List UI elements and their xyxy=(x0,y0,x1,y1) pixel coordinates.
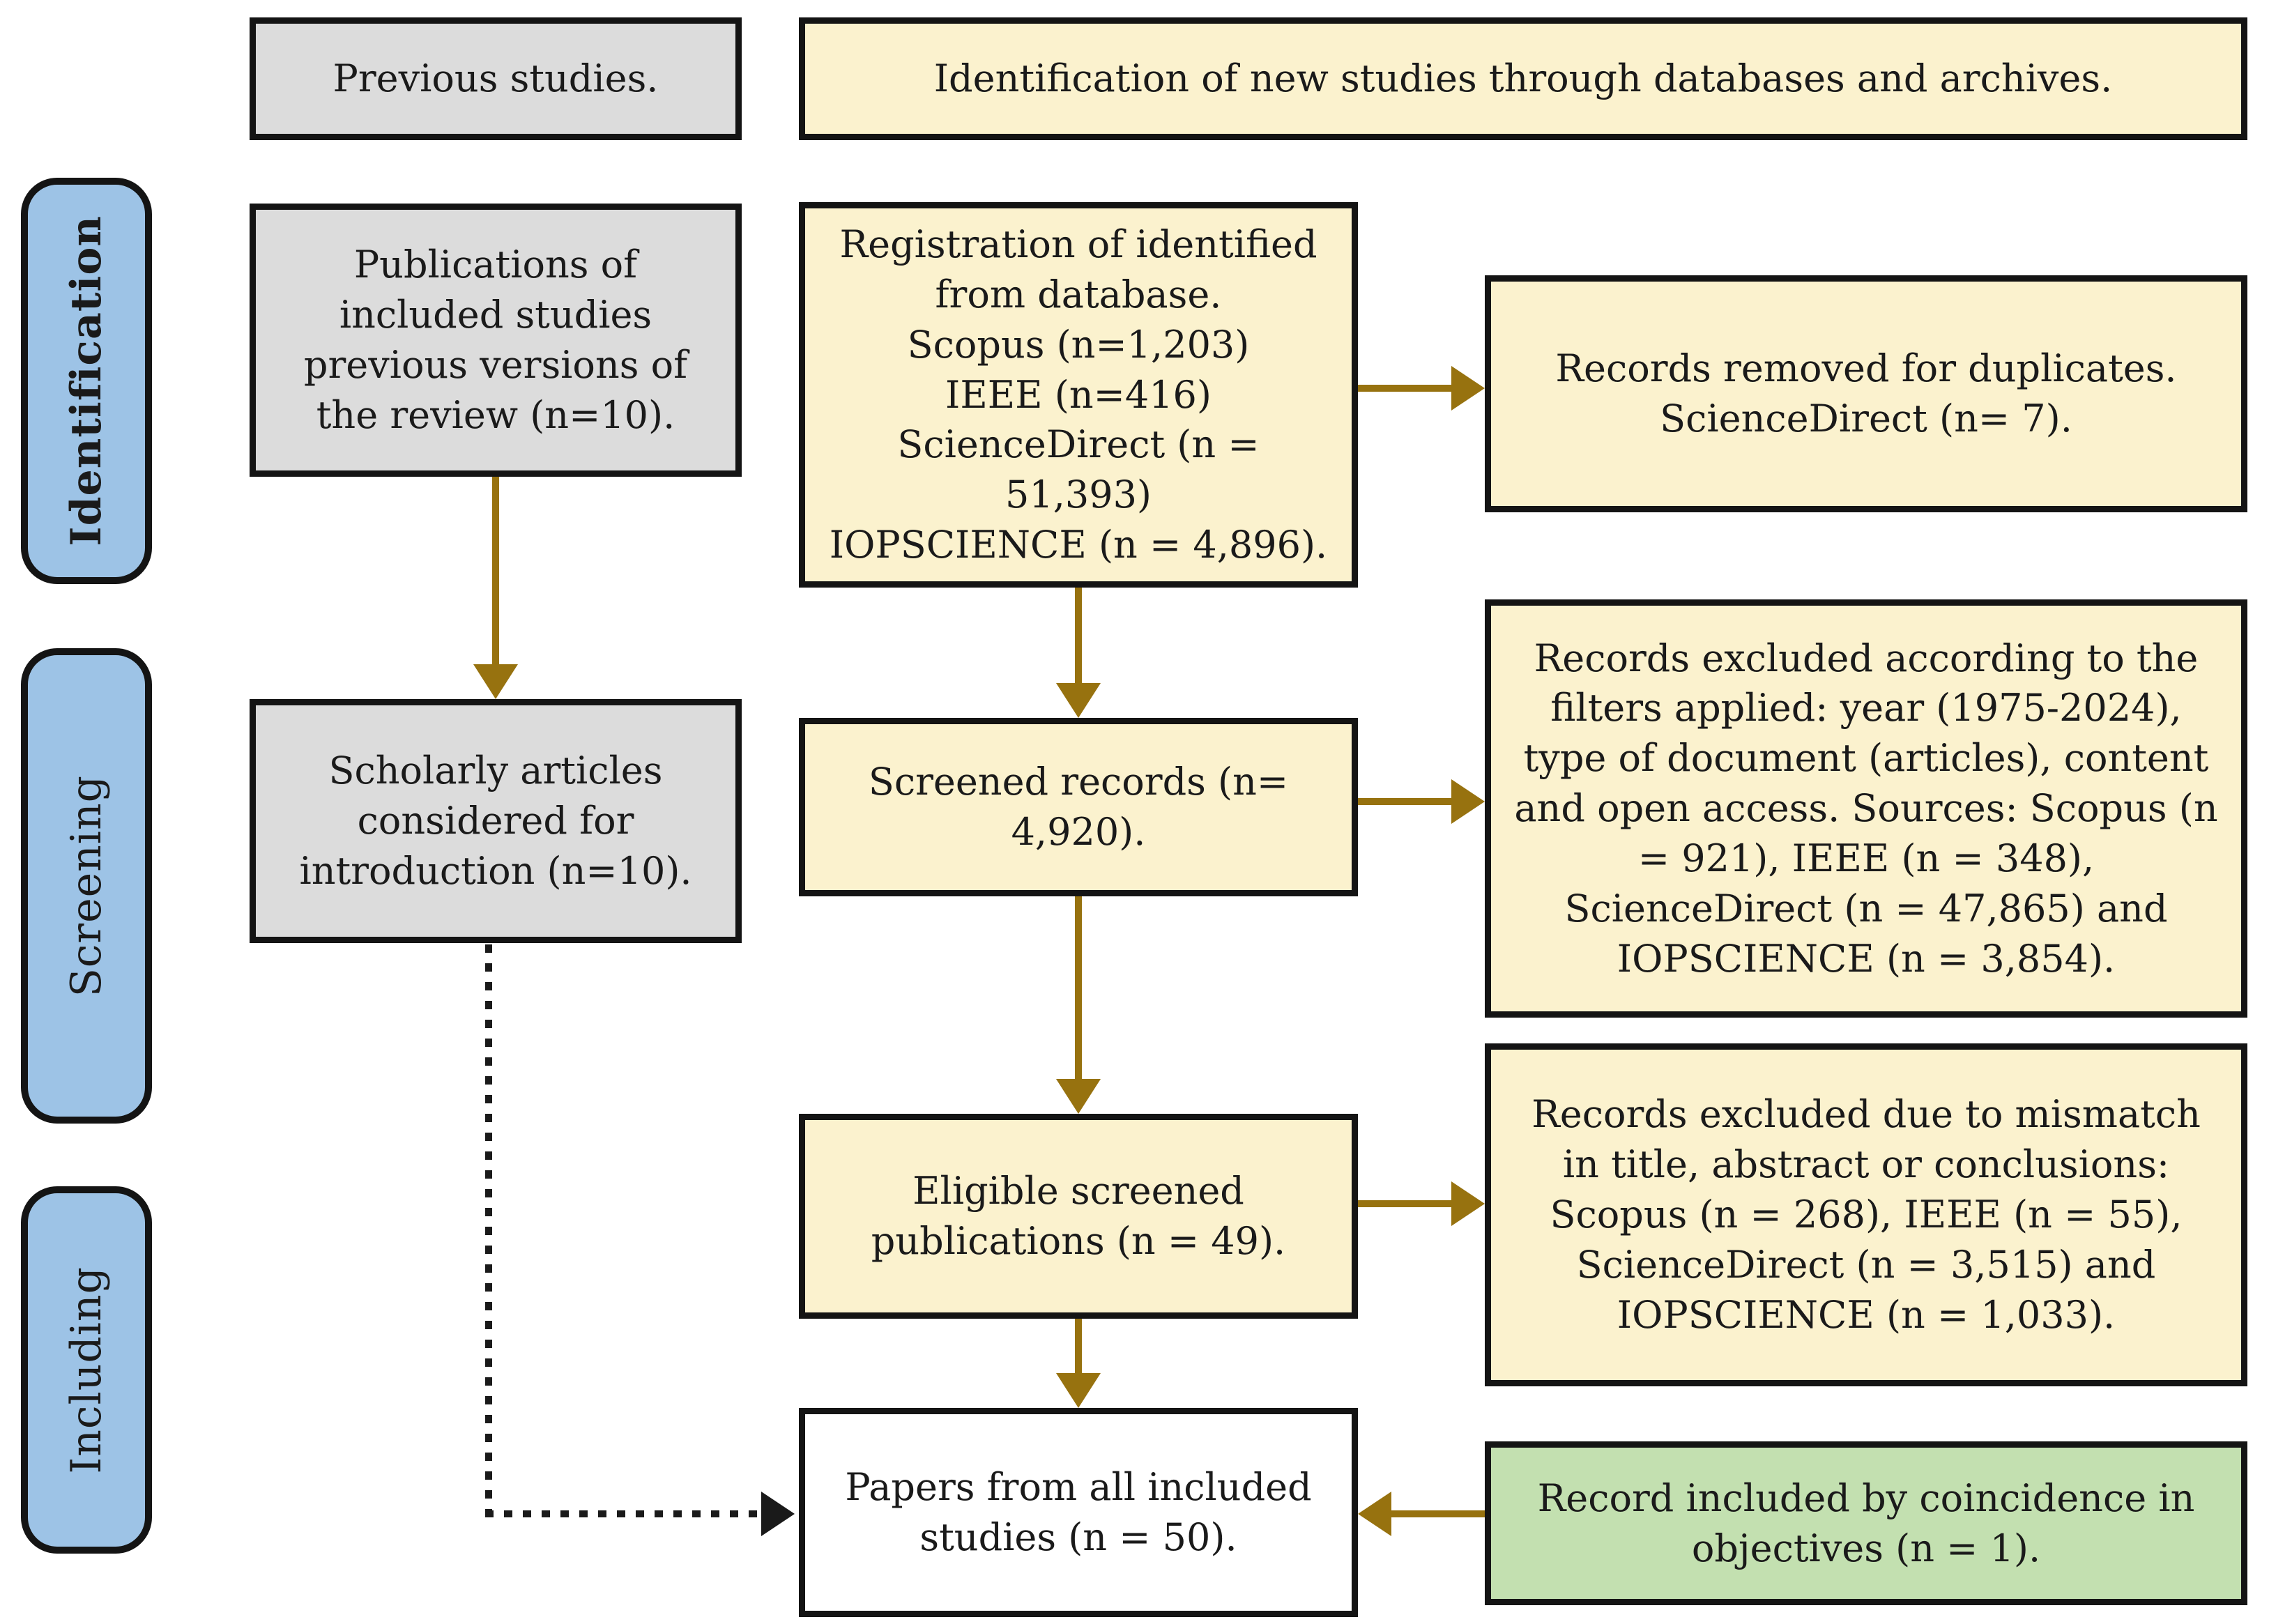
arrowhead-right-icon xyxy=(1451,779,1485,824)
stage-label-identification-text: Identification xyxy=(62,215,111,546)
arrowhead-down-icon xyxy=(1056,683,1101,718)
duplicates-removed-box: Records removed for duplicates. ScienceD… xyxy=(1485,275,2247,512)
eligible-publications-box: Eligible screened publications (n = 49). xyxy=(799,1114,1358,1319)
papers-included-box: Papers from all included studies (n = 50… xyxy=(799,1408,1358,1617)
arrowhead-left-icon xyxy=(1358,1492,1391,1536)
scholarly-articles-box: Scholarly articles considered for introd… xyxy=(250,699,742,943)
arrowhead-down-icon xyxy=(1056,1373,1101,1408)
arrowhead-right-icon xyxy=(1451,1181,1485,1226)
filters-excluded-box: Records excluded according to the filter… xyxy=(1485,599,2247,1018)
arrowhead-down-icon xyxy=(473,664,518,699)
arrowhead-right-icon xyxy=(761,1492,795,1536)
publications-included-box: Publications of included studies previou… xyxy=(250,204,742,477)
stage-label-screening: Screening xyxy=(21,648,152,1124)
coincidence-included-box: Record included by coincidence in object… xyxy=(1485,1441,2247,1605)
registration-box: Registration of identified from database… xyxy=(799,202,1358,588)
mismatch-excluded-box: Records excluded due to mismatch in titl… xyxy=(1485,1043,2247,1386)
arrowhead-down-icon xyxy=(1056,1079,1101,1114)
arrowhead-right-icon xyxy=(1451,366,1485,411)
stage-label-including-text: Including xyxy=(62,1266,111,1474)
stage-label-including: Including xyxy=(21,1186,152,1554)
stage-label-identification: Identification xyxy=(21,178,152,584)
identification-banner: Identification of new studies through da… xyxy=(799,17,2247,140)
stage-label-screening-text: Screening xyxy=(62,774,111,997)
screened-records-box: Screened records (n= 4,920). xyxy=(799,718,1358,896)
previous-studies-box: Previous studies. xyxy=(250,17,742,140)
